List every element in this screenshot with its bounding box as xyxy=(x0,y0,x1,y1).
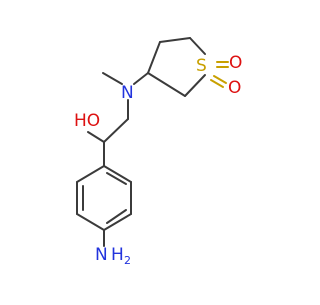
atom-label-oxygen-1: O xyxy=(229,53,242,73)
bond-s-o2-a xyxy=(213,75,227,84)
bond-s-c2 xyxy=(184,74,206,97)
bond-c4-c5 xyxy=(159,37,191,43)
atom-label-oxygen-2: O xyxy=(228,78,241,98)
bond-s-o2-b xyxy=(210,79,224,88)
bond-ring-1 xyxy=(103,165,132,183)
molecule-diagram: N HO S O O N H 2 xyxy=(74,37,242,267)
bond-ring-inner-1 xyxy=(106,172,127,185)
atom-label-aniline-h-count: 2 xyxy=(124,254,131,267)
bond-ring-inner-2 xyxy=(106,209,127,224)
bond-ring-6 xyxy=(76,165,105,183)
bond-c2-c3 xyxy=(147,72,186,97)
atom-label-n-amine: N xyxy=(121,83,134,103)
atom-label-sulfur: S xyxy=(196,56,207,76)
bond-c5-s xyxy=(189,37,206,55)
structure-svg: N HO S O O N H 2 xyxy=(74,37,242,267)
bond-ring-3 xyxy=(103,213,132,231)
bond-n-methyl xyxy=(102,72,123,85)
bond-c3-n xyxy=(133,72,149,85)
atom-label-aniline-n: N xyxy=(95,245,108,265)
atom-label-aniline-h: H xyxy=(111,245,124,265)
atom-label-hydroxyl: HO xyxy=(74,111,100,131)
bond-c-oh xyxy=(87,131,105,143)
bond-ch2-choh xyxy=(103,118,129,143)
bond-ring-4 xyxy=(76,213,105,231)
bond-c3-c4 xyxy=(147,41,161,74)
